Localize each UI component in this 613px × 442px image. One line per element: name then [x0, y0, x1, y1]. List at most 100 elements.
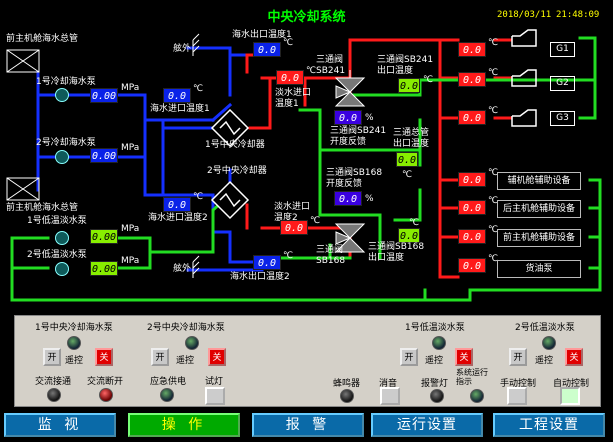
sw-in-t2-unit: ℃ [193, 192, 204, 202]
device-aux-engine-room[interactable]: 辅机舱辅助设备 [497, 172, 581, 190]
alarm-lamp [430, 389, 444, 403]
panel-group2-label: 2号中央冷却海水泵 [147, 323, 225, 333]
manual-control-button[interactable] [507, 387, 527, 405]
valve-sb241-feedback-value: 0.0 [334, 110, 362, 125]
group3-start-button[interactable]: 开 [400, 348, 418, 366]
dev4-temp-value: 0.0 [458, 258, 486, 273]
emergency-power-lamp [160, 388, 174, 402]
pump1-pressure: 0.00 [90, 88, 118, 103]
g3-temp-value: 0.0 [458, 110, 486, 125]
group4-start-button[interactable]: 开 [509, 348, 527, 366]
nav-monitor-button[interactable]: 监 视 [4, 413, 116, 437]
sea-chest-icons [6, 49, 40, 201]
dev2-temp-unit: ℃ [488, 196, 499, 206]
device-cargo-oil-pump[interactable]: 货油泵 [497, 260, 581, 278]
group1-stop-button[interactable]: 关 [95, 348, 113, 366]
lamp-test-button[interactable] [205, 387, 225, 405]
dev1-temp-unit: ℃ [488, 168, 499, 178]
g2-temp-value: 0.0 [458, 72, 486, 87]
mute-button[interactable] [380, 387, 400, 405]
nav-engineering-settings-button[interactable]: 工程设置 [493, 413, 605, 437]
ac-off-lamp [99, 388, 113, 402]
group3-stop-button[interactable]: 关 [455, 348, 473, 366]
valve-sb241-out-value: 0.0 [398, 78, 420, 93]
lt-pump1-unit: MPa [121, 224, 140, 234]
sw-in-t2-value: 0.0 [163, 197, 191, 212]
group4-remote-label: 遥控 [535, 356, 554, 366]
engine-icons [511, 29, 537, 127]
control-panel: 1号中央冷却海水泵 开 遥控 关 2号中央冷却海水泵 开 遥控 关 1号低温淡水… [14, 315, 601, 407]
mute-label: 消音 [379, 379, 398, 389]
sw-out-t1-unit: ℃ [283, 38, 294, 48]
valve-sb241-out-unit: ℃ [423, 75, 434, 85]
overboard1-label: 舷外 [173, 44, 192, 54]
manual-control-label: 手动控制 [500, 379, 537, 389]
fw-in-t1-label: 淡水进口 温度1 [275, 88, 312, 109]
three-way-valve-icons [334, 70, 366, 253]
valve-sb241-feedback-label: 三通阀SB241 开度反馈 [330, 126, 387, 147]
buzzer-label: 蜂鸣器 [333, 379, 361, 389]
pump2-pressure-unit: MPa [121, 143, 140, 153]
emergency-power-label: 应急供电 [150, 377, 187, 387]
fw-in-t1-value: 0.0 [276, 70, 304, 85]
nav-alarm-button[interactable]: 报 警 [252, 413, 364, 437]
date-readout: 2018/03/11 [497, 10, 552, 20]
lt-pump2-unit: MPa [121, 256, 140, 266]
group1-run-lamp [67, 336, 81, 350]
fw-in-t2-label: 淡水进口 温度2 [274, 202, 311, 223]
page-title: 中央冷却系统 [267, 10, 346, 25]
dev3-temp-unit: ℃ [488, 225, 499, 235]
lt-pump2-pressure: 0.00 [90, 261, 118, 276]
group2-remote-label: 遥控 [176, 356, 195, 366]
generator-g3[interactable]: G3 [550, 111, 575, 126]
seawater-pump1-icon[interactable] [55, 88, 69, 102]
seawater-pump2-icon[interactable] [55, 150, 69, 164]
generator-g2[interactable]: G2 [550, 76, 575, 91]
g1-temp-value: 0.0 [458, 42, 486, 57]
group3-run-lamp [432, 336, 446, 350]
group4-run-lamp [542, 336, 556, 350]
g1-temp-unit: ℃ [488, 38, 499, 48]
group4-stop-button[interactable]: 关 [565, 348, 583, 366]
lt-pump2-icon[interactable] [55, 262, 69, 276]
group1-start-button[interactable]: 开 [43, 348, 61, 366]
valve-sb168-out-value: 0.0 [398, 228, 420, 243]
valve-sb168-out-label: 三通阀SB168 出口温度 [368, 242, 425, 263]
sw-out-t1-label: 海水出口温度1 [232, 30, 292, 40]
group2-stop-button[interactable]: 关 [208, 348, 226, 366]
time-readout: 21:48:09 [556, 10, 600, 20]
valve-sb168-feedback-label: 三通阀SB168 开度反馈 [326, 168, 383, 189]
sw-out-t2-value: 0.0 [253, 255, 281, 270]
nav-run-settings-button[interactable]: 运行设置 [371, 413, 483, 437]
group2-start-button[interactable]: 开 [151, 348, 169, 366]
dev4-temp-unit: ℃ [488, 254, 499, 264]
lt-pump1-pressure: 0.00 [90, 229, 118, 244]
valve-sb241-feedback-unit: % [365, 113, 374, 123]
dev1-temp-value: 0.0 [458, 172, 486, 187]
seawater-main-front-label: 前主机舱海水总管 [6, 34, 79, 44]
seawater-main-rear-label: 前主机舱海水总管 [6, 203, 79, 213]
pump2-pressure: 0.00 [90, 148, 118, 163]
sw-out-t1-value: 0.0 [253, 42, 281, 57]
auto-control-button[interactable] [560, 387, 580, 405]
system-running-lamp [470, 389, 484, 403]
pump1-label: 1号冷却海水泵 [36, 77, 96, 87]
main-out-label: 三通总管 出口温度 [393, 128, 430, 149]
lt-pump1-label: 1号低温淡水泵 [27, 216, 87, 226]
sw-in-t1-label: 海水进口温度1 [150, 104, 210, 114]
device-front-engine-room[interactable]: 前主机舱辅助设备 [497, 229, 581, 247]
cooler1-label: 1号中央冷却器 [205, 140, 265, 150]
fw-in-t1-unit: ℃ [306, 66, 317, 76]
valve-sb168-label: 三通阀 SB168 [316, 245, 346, 266]
nav-operate-button[interactable]: 操 作 [128, 413, 240, 437]
valve-sb241-label: 三通阀 SB241 [316, 55, 346, 76]
sw-in-t2-label: 海水进口温度2 [148, 213, 208, 223]
ac-on-label: 交流接通 [35, 377, 72, 387]
fw-in-t2-value: 0.0 [280, 220, 308, 235]
lt-pump1-icon[interactable] [55, 231, 69, 245]
panel-group4-label: 2号低温淡水泵 [515, 323, 575, 333]
generator-g1[interactable]: G1 [550, 42, 575, 57]
device-rear-engine-room[interactable]: 后主机舱辅助设备 [497, 200, 581, 218]
dev3-temp-value: 0.0 [458, 229, 486, 244]
lamp-test-label: 试灯 [205, 377, 224, 387]
